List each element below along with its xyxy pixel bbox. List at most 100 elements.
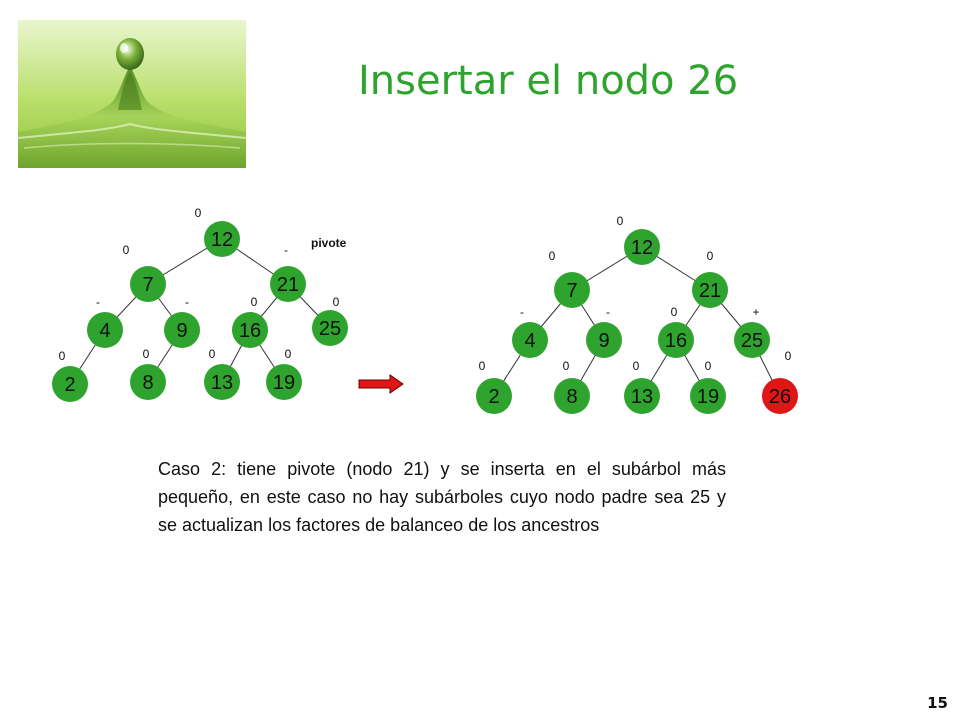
tree-node-13: 13 0: [624, 359, 660, 414]
node-key: 8: [142, 372, 153, 394]
node-key: 9: [598, 330, 609, 352]
node-key: 4: [99, 320, 110, 342]
tree-node-2: 20: [476, 359, 512, 414]
tree-node-25: 25 0: [312, 295, 348, 346]
node-key: 19: [697, 386, 719, 408]
balance-factor: 0: [549, 249, 556, 263]
node-key: 25: [741, 330, 763, 352]
balance-factor: 0: [195, 206, 202, 220]
balance-factor: 0: [707, 249, 714, 263]
balance-factor: 0: [617, 214, 624, 228]
page-number: 15: [927, 694, 948, 712]
balance-factor: +: [752, 305, 759, 319]
node-circle: [204, 221, 240, 257]
node-key: 4: [524, 330, 535, 352]
node-circle: [164, 312, 200, 348]
balance-factor: -: [284, 243, 288, 257]
node-circle: [266, 364, 302, 400]
tree-node-21: 21 -: [270, 243, 306, 302]
node-circle: [690, 378, 726, 414]
tree-node-7: 70: [549, 249, 590, 308]
balance-factor: 0: [143, 347, 150, 361]
balance-factor: -: [185, 295, 189, 309]
tree-node-19: 19 0: [266, 347, 302, 400]
node-key: 16: [665, 330, 687, 352]
node-key: 25: [319, 318, 341, 340]
tree-node-16: 16 0: [658, 305, 694, 358]
node-key: 2: [488, 386, 499, 408]
node-circle: [476, 378, 512, 414]
node-circle: [692, 272, 728, 308]
node-circle: [586, 322, 622, 358]
tree-node-8: 80: [554, 359, 590, 414]
tree-node-19: 19 0: [690, 359, 726, 414]
balance-factor: 0: [285, 347, 292, 361]
tree-node-4: 4-: [87, 295, 123, 348]
tree-node-25: 25 +: [734, 305, 770, 358]
node-key: 19: [273, 372, 295, 394]
node-key: 9: [176, 320, 187, 342]
tree-node-13: 13 0: [204, 347, 240, 400]
node-key: 13: [211, 372, 233, 394]
node-circle: [270, 266, 306, 302]
node-circle: [87, 312, 123, 348]
tree-node-9: 9-: [586, 305, 622, 358]
node-key: 12: [631, 237, 653, 259]
node-key: 7: [142, 274, 153, 296]
tree-node-12: 12 0: [617, 214, 660, 265]
balance-factor: 0: [333, 295, 340, 309]
node-key: 8: [566, 386, 577, 408]
balance-factor: 0: [123, 243, 130, 257]
tree-node-21: 21 0: [692, 249, 728, 308]
balance-factor: -: [96, 295, 100, 309]
tree-node-8: 80: [130, 347, 166, 400]
node-key: 13: [631, 386, 653, 408]
transition-arrow-icon: [358, 374, 404, 394]
node-circle: [658, 322, 694, 358]
node-circle: [554, 272, 590, 308]
balance-factor: 0: [563, 359, 570, 373]
balance-factor: 0: [479, 359, 486, 373]
node-circle: [554, 378, 590, 414]
tree-node-7: 70: [123, 243, 166, 302]
balance-factor: 0: [209, 347, 216, 361]
node-circle: [52, 366, 88, 402]
node-circle: [130, 364, 166, 400]
node-circle: [312, 310, 348, 346]
node-key: 7: [566, 280, 577, 302]
node-circle: [734, 322, 770, 358]
balance-factor: 0: [251, 295, 258, 309]
tree-node-9: 9-: [164, 295, 200, 348]
tree-node-26: 26 0: [762, 349, 798, 414]
node-key: 21: [699, 280, 721, 302]
slide-title: Insertar el nodo 26: [358, 58, 739, 104]
tree-node-12: 12 0: [195, 206, 240, 257]
balance-factor: 0: [633, 359, 640, 373]
tree-node-4: 4-: [512, 305, 548, 358]
balance-factor: 0: [785, 349, 792, 363]
tree-node-16: 16 0: [232, 295, 268, 348]
node-key: 26: [769, 386, 791, 408]
node-key: 16: [239, 320, 261, 342]
node-circle: [204, 364, 240, 400]
balance-factor: -: [520, 305, 524, 319]
balance-factor: 0: [705, 359, 712, 373]
balance-factor: 0: [59, 349, 66, 363]
node-circle: [624, 229, 660, 265]
node-circle: [512, 322, 548, 358]
node-circle: [762, 378, 798, 414]
node-key: 12: [211, 229, 233, 251]
node-key: 2: [64, 374, 75, 396]
balance-factor: 0: [671, 305, 678, 319]
node-circle: [624, 378, 660, 414]
case-explanation: Caso 2: tiene pivote (nodo 21) y se inse…: [158, 459, 726, 535]
water-drop-photo: [18, 20, 246, 168]
node-circle: [232, 312, 268, 348]
tree-node-2: 20: [52, 349, 88, 402]
node-key: 21: [277, 274, 299, 296]
node-circle: [130, 266, 166, 302]
balance-factor: -: [606, 305, 610, 319]
pivot-annotation: pivote: [311, 236, 347, 250]
